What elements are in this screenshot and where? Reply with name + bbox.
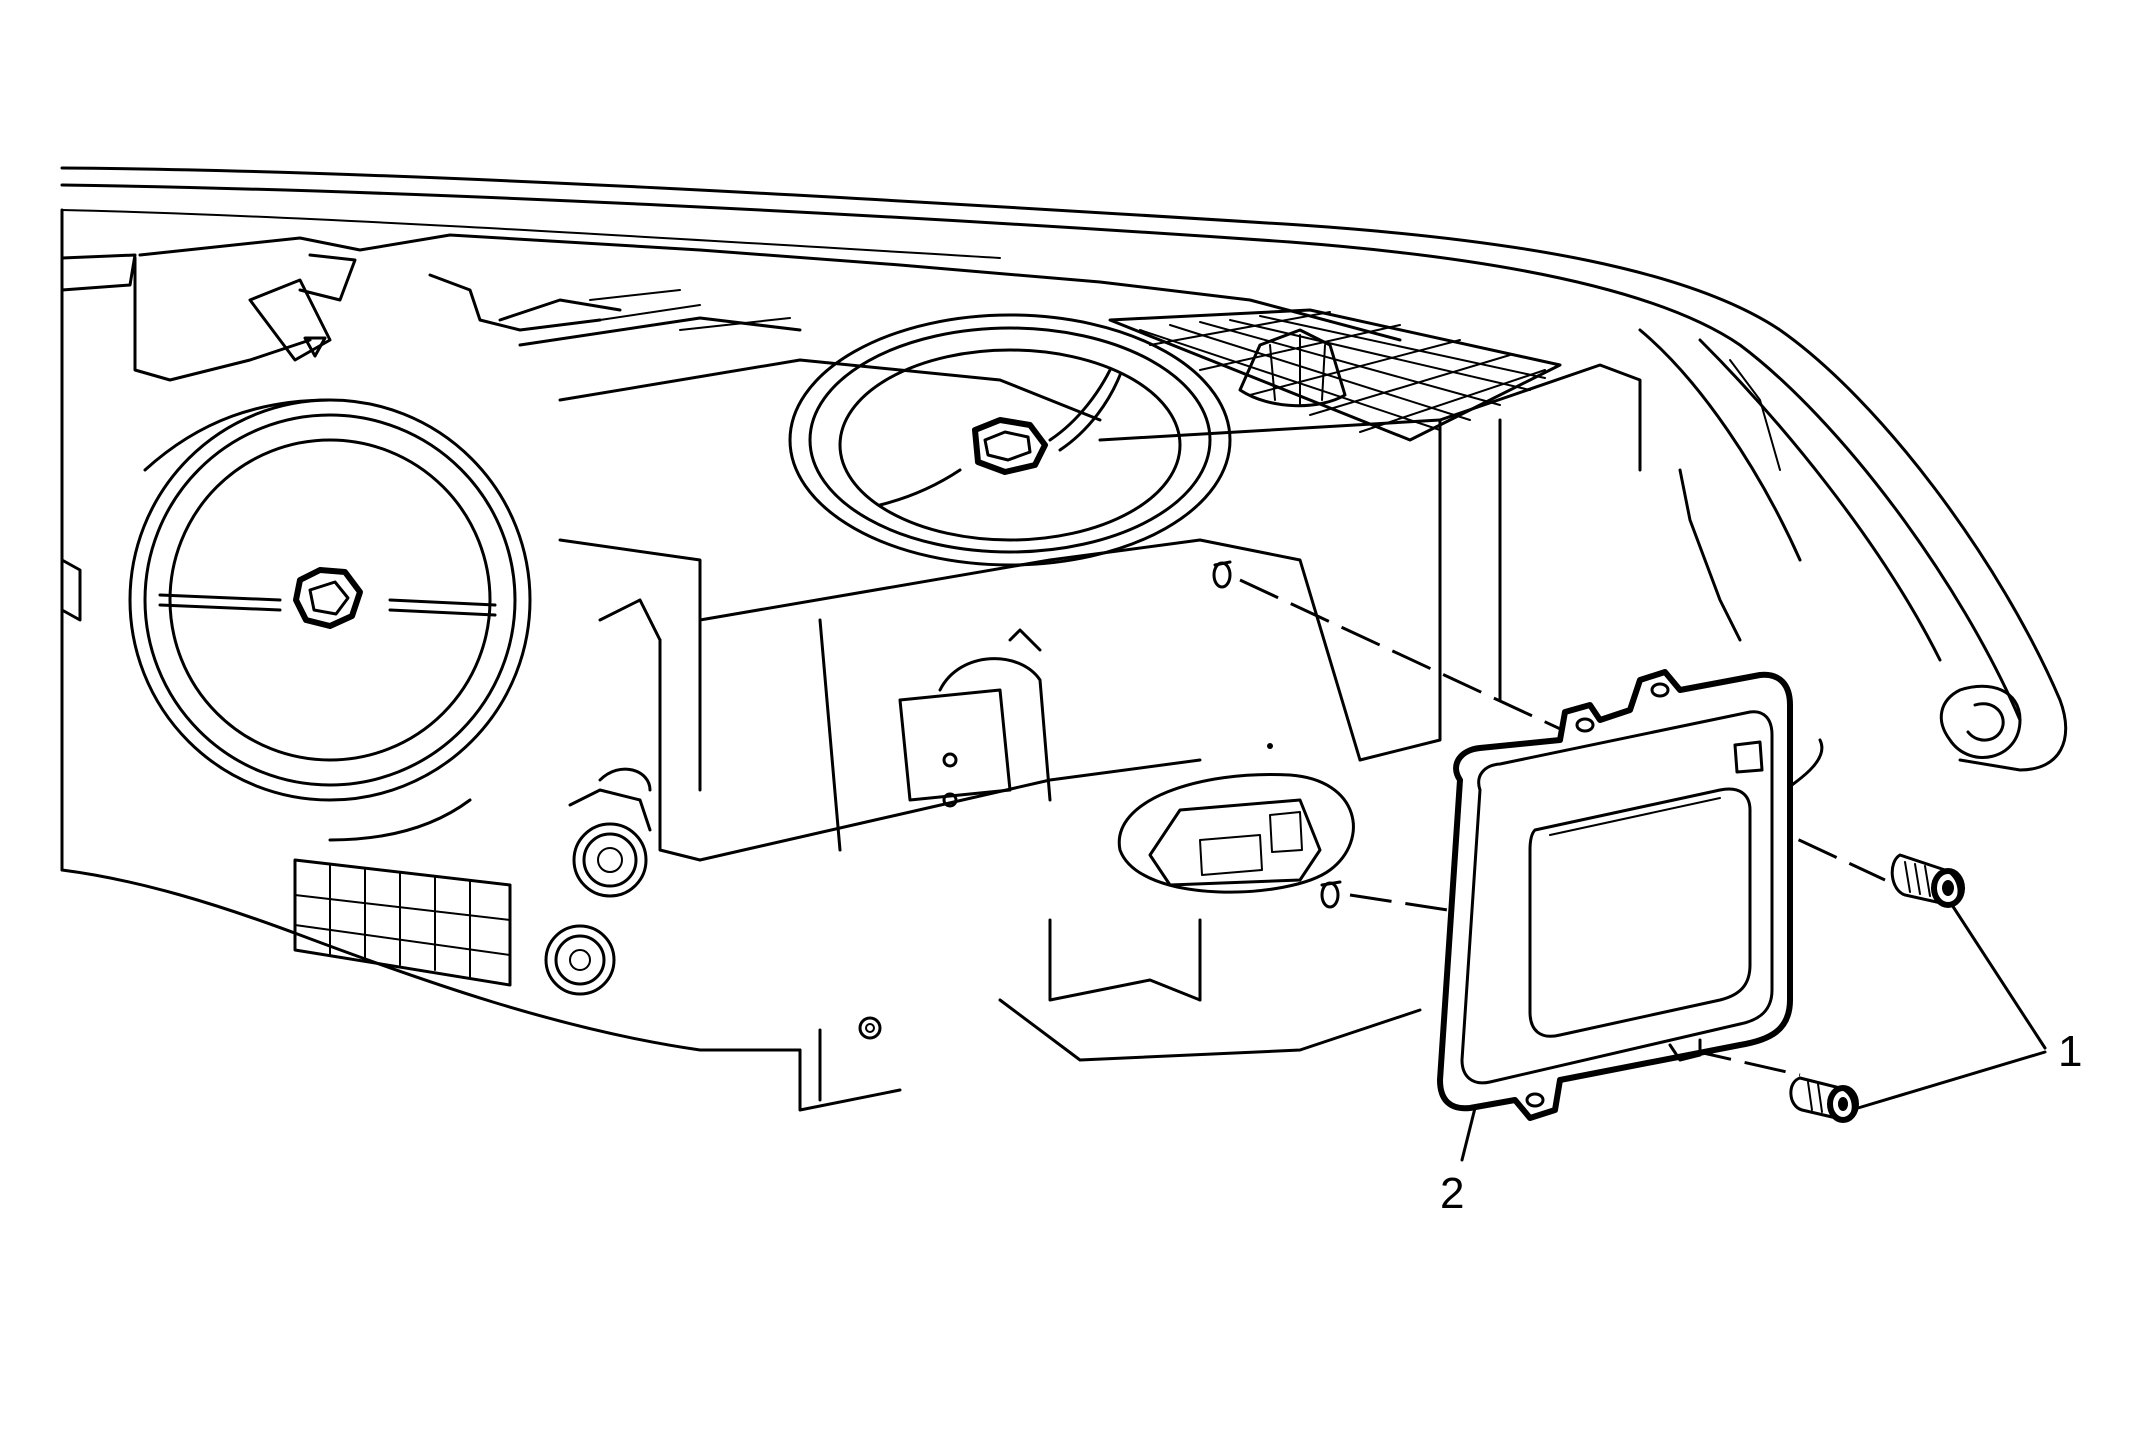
- callout-label-2: 2: [1440, 1169, 1464, 1218]
- ballast-module: [1437, 669, 1793, 1121]
- top-bulb-cap: [788, 313, 1232, 567]
- adjuster-gears: [544, 767, 652, 996]
- vent-grid: [293, 858, 512, 987]
- left-bulb-cap: [128, 398, 532, 842]
- headlamp-housing: [60, 166, 2068, 1112]
- callout-label-1: 1: [2058, 1027, 2082, 1076]
- housing-pins: [1212, 560, 1342, 909]
- screw-upper: [1890, 853, 1965, 908]
- screw-lower: [1789, 1076, 1859, 1123]
- leader-lines: [1460, 903, 2047, 1162]
